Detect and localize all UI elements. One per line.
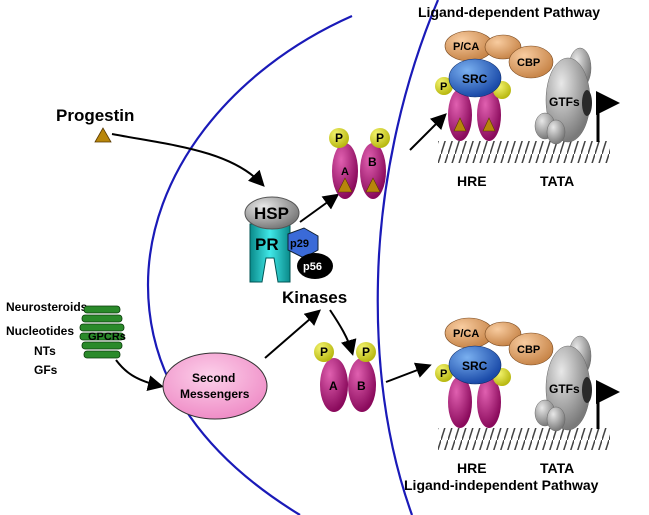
phospho-circle xyxy=(370,128,390,148)
hsp-protein xyxy=(244,196,300,230)
nuclear-membrane xyxy=(376,0,440,515)
pca-label: P/CA xyxy=(453,328,479,340)
tata-label: TATA xyxy=(540,460,574,476)
phospho-label: P xyxy=(362,345,370,359)
p56-protein xyxy=(297,253,333,279)
progestin-label: Progestin xyxy=(56,106,134,125)
cbp-label: CBP xyxy=(517,344,540,356)
gpcr-label: GPCRs xyxy=(88,331,126,343)
nuclear-import-arrow xyxy=(409,113,447,151)
progestin-triangle xyxy=(94,127,112,143)
gtf-lobe xyxy=(546,119,566,145)
phospho-circle xyxy=(356,342,376,362)
subunit-b xyxy=(360,143,386,199)
subunit-a xyxy=(448,376,472,428)
ligand-triangle xyxy=(453,117,467,132)
kinases-label: Kinases xyxy=(282,288,347,307)
phospho-label: P xyxy=(440,368,447,380)
ligand-dependent-title: Ligand-dependent Pathway xyxy=(418,4,600,20)
subunit-a xyxy=(332,143,358,199)
src-coactivator xyxy=(448,58,502,98)
gpcr-arrow xyxy=(115,359,164,391)
phospho-label: P xyxy=(335,131,343,145)
signal-gfs: GFs xyxy=(34,363,58,377)
phospho-circle xyxy=(435,77,453,95)
p29-label: p29 xyxy=(290,238,309,250)
tata-label: TATA xyxy=(540,173,574,189)
subunit-b xyxy=(477,376,501,428)
messenger-line-2: Messengers xyxy=(180,387,250,401)
phospho-circle xyxy=(329,128,349,148)
src-label: SRC xyxy=(462,359,488,373)
cytoplasm-dimer-unliganded: A B P P xyxy=(314,342,376,412)
subunit-b-label: B xyxy=(368,155,377,169)
signal-neurosteroids: Neurosteroids xyxy=(6,300,88,314)
independent-transcription-complex: GTFs P P/CA SRC CBP HRE TATA xyxy=(435,317,620,476)
subunit-a-label: A xyxy=(329,379,338,393)
phospho-label: P xyxy=(376,131,384,145)
dna-strand xyxy=(438,141,610,163)
subunit-a xyxy=(320,358,348,412)
cytoplasm-dimer-liganded: A B P P xyxy=(329,128,390,199)
hre-label: HRE xyxy=(457,460,487,476)
dna-strand xyxy=(438,428,610,450)
hre-label: HRE xyxy=(457,173,487,189)
phospho-label: P xyxy=(440,81,447,93)
second-messengers xyxy=(162,352,268,420)
cbp-coactivator xyxy=(508,45,554,79)
ligand-triangle xyxy=(482,117,496,132)
messenger-arrow xyxy=(264,309,322,359)
transcription-start-arrow xyxy=(596,380,620,429)
src-label: SRC xyxy=(462,72,488,86)
pca-label: P/CA xyxy=(453,41,479,53)
signal-nucleotides: Nucleotides xyxy=(6,324,74,338)
messenger-line-1: Second xyxy=(192,371,235,385)
phospho-circle xyxy=(314,342,334,362)
kinase-arrow xyxy=(329,309,357,356)
subunit-b-label: B xyxy=(357,379,366,393)
subunit-a-label: A xyxy=(341,166,349,178)
cell-membrane xyxy=(146,14,353,515)
src-coactivator xyxy=(448,345,502,385)
transcription-start-arrow xyxy=(596,91,620,142)
subunit-b xyxy=(348,358,376,412)
nuclear-import-arrow-2 xyxy=(385,362,432,383)
phospho-label: P xyxy=(320,345,328,359)
phospho-circle xyxy=(435,364,453,382)
subunit-a xyxy=(448,89,472,141)
gtf-lobe xyxy=(582,90,592,116)
subunit-b xyxy=(477,89,501,141)
coactivator-extra xyxy=(484,321,522,347)
gtf-lobe xyxy=(546,406,566,432)
coactivator-extra xyxy=(484,34,522,60)
progestin-arrow xyxy=(111,133,265,187)
ligand-triangle xyxy=(337,177,353,193)
ligand-triangle xyxy=(365,177,381,193)
ligand-independent-title: Ligand-independent Pathway xyxy=(404,477,599,493)
signal-nts: NTs xyxy=(34,344,56,358)
gtfs-label: GTFs xyxy=(549,95,580,109)
dependent-transcription-complex: GTFs P P/CA SRC CBP HRE TATA xyxy=(435,30,620,189)
hsp-label: HSP xyxy=(254,204,289,223)
gtf-lobe xyxy=(582,377,592,403)
p29-protein xyxy=(287,227,319,259)
pr-complex: PR HSP p29 p56 xyxy=(244,196,333,283)
pr-label: PR xyxy=(255,235,279,254)
activation-arrow xyxy=(299,193,340,223)
gtfs-label: GTFs xyxy=(549,382,580,396)
p56-label: p56 xyxy=(303,261,322,273)
cbp-coactivator xyxy=(508,332,554,366)
gpcr-receptor: GPCRs xyxy=(79,305,126,359)
cbp-label: CBP xyxy=(517,57,540,69)
